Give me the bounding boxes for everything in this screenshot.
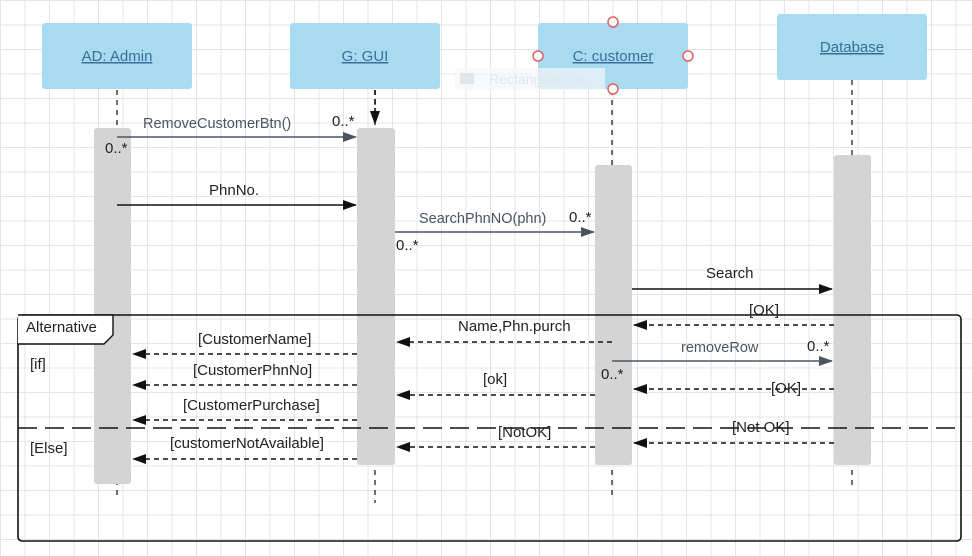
msg-customer-not-available-label: [customerNotAvailable] (170, 435, 324, 452)
msg-not-ok-db-label: [Not OK] (732, 419, 790, 436)
ghost-label: Rectangular Sn... (489, 71, 597, 87)
resize-handle-top[interactable] (607, 16, 619, 28)
resize-handle-left[interactable] (532, 50, 544, 62)
participant-database[interactable]: Database (777, 14, 927, 80)
activation-database[interactable] (834, 155, 871, 465)
participant-customer-label: C: customer (573, 48, 654, 65)
participant-database-label: Database (820, 39, 884, 56)
activation-admin[interactable] (94, 128, 131, 484)
mult-remove-row-source: 0..* (601, 366, 624, 383)
msg-ok-db[interactable]: [OK] (633, 302, 834, 330)
participant-gui[interactable]: G: GUI (290, 23, 440, 89)
msg-customer-name[interactable]: [CustomerName] (132, 331, 357, 359)
participant-gui-label: G: GUI (342, 48, 389, 65)
guard-else: [Else] (30, 440, 68, 457)
msg-ok-db-label: [OK] (749, 302, 779, 319)
resize-handle-bottom[interactable] (607, 83, 619, 95)
msg-search[interactable]: Search (632, 265, 833, 294)
msg-search-phn[interactable]: SearchPhnNO(phn) 0..* 0..* (395, 209, 595, 254)
mult-search-phn-source: 0..* (396, 237, 419, 254)
msg-not-ok-db[interactable]: [Not OK] (633, 419, 834, 448)
guard-if: [if] (30, 356, 46, 373)
msg-customer-purchase-label: [CustomerPurchase] (183, 397, 320, 414)
mult-remove-btn-target: 0..* (332, 113, 355, 130)
msg-customer-purchase[interactable]: [CustomerPurchase] (132, 397, 357, 425)
msg-customer-name-label: [CustomerName] (198, 331, 311, 348)
msg-remove-customer-btn-label: RemoveCustomerBtn() (143, 116, 291, 132)
msg-remove-row-label: removeRow (681, 340, 759, 356)
fragment-operator-label: Alternative (26, 319, 97, 336)
participant-admin-label: AD: Admin (82, 48, 153, 65)
msg-customer-phn-no-label: [CustomerPhnNo] (193, 362, 312, 379)
fragment-alternative[interactable]: Alternative [if] [Else] (17, 314, 962, 542)
mult-remove-btn-source: 0..* (105, 140, 128, 157)
msg-name-phn-purch-label: Name,Phn.purch (458, 318, 571, 335)
msg-ok-label: [ok] (483, 371, 507, 388)
msg-remove-row[interactable]: removeRow 0..* 0..* (601, 338, 833, 383)
msg-phn-no-label: PhnNo. (209, 182, 259, 199)
msg-ok[interactable]: [ok] (396, 371, 595, 400)
msg-customer-phn-no[interactable]: [CustomerPhnNo] (132, 362, 357, 390)
msg-ok-db2[interactable]: [OK] (633, 380, 834, 397)
resize-handle-right[interactable] (682, 50, 694, 62)
msg-customer-not-available[interactable]: [customerNotAvailable] (132, 435, 357, 464)
msg-phn-no[interactable]: PhnNo. (117, 182, 357, 210)
msg-remove-customer-btn[interactable]: RemoveCustomerBtn() 0..* 0..* (105, 113, 357, 157)
mult-search-phn-target: 0..* (569, 209, 592, 226)
msg-name-phn-purch[interactable]: Name,Phn.purch (396, 318, 612, 347)
participant-admin[interactable]: AD: Admin (42, 23, 192, 89)
activation-gui[interactable] (357, 128, 395, 465)
msg-not-ok-label: [NotOK] (498, 424, 551, 441)
msg-search-phn-label: SearchPhnNO(phn) (419, 211, 546, 227)
msg-search-label: Search (706, 265, 754, 282)
ghost-tooltip: Rectangular Sn... (455, 68, 605, 90)
msg-ok-db2-label: [OK] (771, 380, 801, 397)
mult-remove-row-target: 0..* (807, 338, 830, 355)
msg-not-ok[interactable]: [NotOK] (396, 424, 595, 452)
